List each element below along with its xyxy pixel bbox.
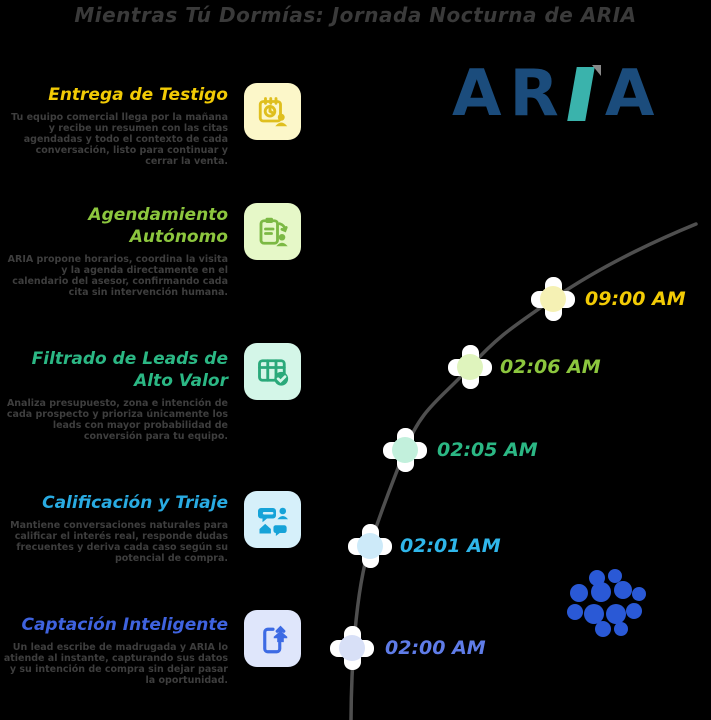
section-heading: Captación Inteligente [21,615,228,635]
chat-triage-icon [244,491,301,548]
section-filtrado-leads: Filtrado de Leads de Alto Valor Analiza … [2,348,228,442]
logo-letter-a: A [604,57,663,131]
section-calificacion-triaje: Calificación y Triaje Mantiene conversac… [2,492,228,564]
section-description: Tu equipo comercial llega por la mañana … [11,112,228,167]
section-agendamiento-autonomo: Agendamiento Autónomo ARIA propone horar… [2,204,228,298]
timeline-dot [457,354,483,380]
section-description: Mantiene conversaciones naturales para c… [10,520,228,564]
clipboard-sync-agent-icon [244,203,301,260]
section-heading: Filtrado de Leads de Alto Valor [31,349,228,391]
logo-i-slash-icon [567,65,601,121]
aria-logo: AR A [452,57,662,131]
section-description: Analiza presupuesto, zona e intención de… [6,398,228,442]
phone-home-share-icon [244,610,301,667]
section-description: ARIA propone horarios, coordina la visit… [7,254,228,298]
time-label: 02:00 AM [385,637,486,659]
timeline-dot [339,635,365,661]
calendar-report-person-icon [244,83,301,140]
timeline-dot [540,286,566,312]
time-label: 09:00 AM [585,288,686,310]
time-label: 02:01 AM [400,535,501,557]
time-label: 02:06 AM [500,356,601,378]
page-title: Mientras Tú Dormías: Jornada Nocturna de… [74,3,637,27]
time-label: 02:05 AM [437,439,538,461]
timeline-dot [392,437,418,463]
section-entrega-de-testigo: Entrega de Testigo Tu equipo comercial l… [2,84,228,167]
section-heading: Entrega de Testigo [48,85,228,105]
timeline-dot [357,533,383,559]
logo-letters-ar: AR [452,57,567,131]
section-heading: Calificación y Triaje [42,493,228,513]
dot-cloud-icon [567,569,646,637]
table-check-icon [244,343,301,400]
section-captacion-inteligente: Captación Inteligente Un lead escribe de… [2,614,228,686]
section-description: Un lead escribe de madrugada y ARIA lo a… [3,642,228,686]
section-heading: Agendamiento Autónomo [88,205,228,247]
